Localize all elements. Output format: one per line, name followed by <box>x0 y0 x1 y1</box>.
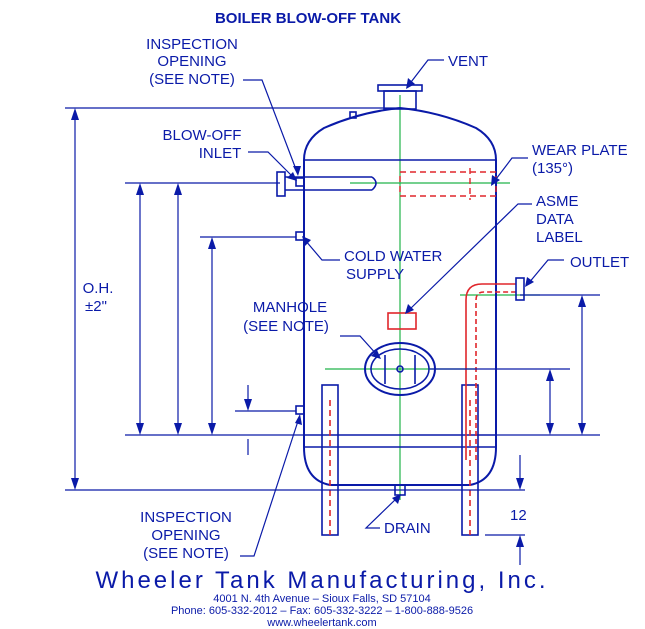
wear-plate <box>399 171 497 197</box>
company-address: 4001 N. 4th Avenue – Sioux Falls, SD 571… <box>213 593 431 605</box>
label-vent: VENT <box>448 53 488 70</box>
label-oh-2: ±2" <box>85 298 107 315</box>
blowoff-inlet <box>276 171 377 197</box>
label-inspection-top-2: OPENING <box>157 53 226 70</box>
company-phone: Phone: 605-332-2012 – Fax: 605-332-3222 … <box>171 605 473 617</box>
label-inspection-bot-1: INSPECTION <box>140 509 232 526</box>
support-legs <box>321 384 479 536</box>
vent-nozzle <box>349 84 423 119</box>
label-blowoff-1: BLOW-OFF <box>163 127 242 144</box>
dimensions <box>65 107 600 565</box>
label-blowoff-2: INLET <box>199 145 242 162</box>
label-inspection-bot-3: (SEE NOTE) <box>143 545 229 562</box>
leaders <box>240 59 564 557</box>
label-manhole-1: MANHOLE <box>253 299 327 316</box>
label-wear-plate-1: WEAR PLATE <box>532 142 628 159</box>
label-wear-plate-2: (135°) <box>532 160 573 177</box>
label-outlet: OUTLET <box>570 254 629 271</box>
label-asme-2: DATA <box>536 211 574 228</box>
centerlines <box>325 95 540 500</box>
cold-water-port <box>295 231 305 241</box>
label-inspection-bot-2: OPENING <box>151 527 220 544</box>
label-drain: DRAIN <box>384 520 431 537</box>
drawing-title: BOILER BLOW-OFF TANK <box>215 10 401 27</box>
label-inspection-top-3: (SEE NOTE) <box>149 71 235 88</box>
label-oh-1: O.H. <box>83 280 114 297</box>
label-cold-water-1: COLD WATER <box>344 248 443 265</box>
label-asme-3: LABEL <box>536 229 583 246</box>
label-dim-12: 12 <box>510 507 527 524</box>
company-name: Wheeler Tank Manufacturing, Inc. <box>95 567 548 594</box>
company-web: www.wheelertank.com <box>266 617 376 629</box>
label-manhole-2: (SEE NOTE) <box>243 318 329 335</box>
asme-label-plate <box>387 312 417 330</box>
label-inspection-top-1: INSPECTION <box>146 36 238 53</box>
label-cold-water-2: SUPPLY <box>346 266 404 283</box>
outlet-pipe <box>465 277 525 460</box>
inspection-port-top <box>295 177 305 187</box>
label-asme-1: ASME <box>536 193 579 210</box>
inspection-port-bottom <box>295 405 305 415</box>
